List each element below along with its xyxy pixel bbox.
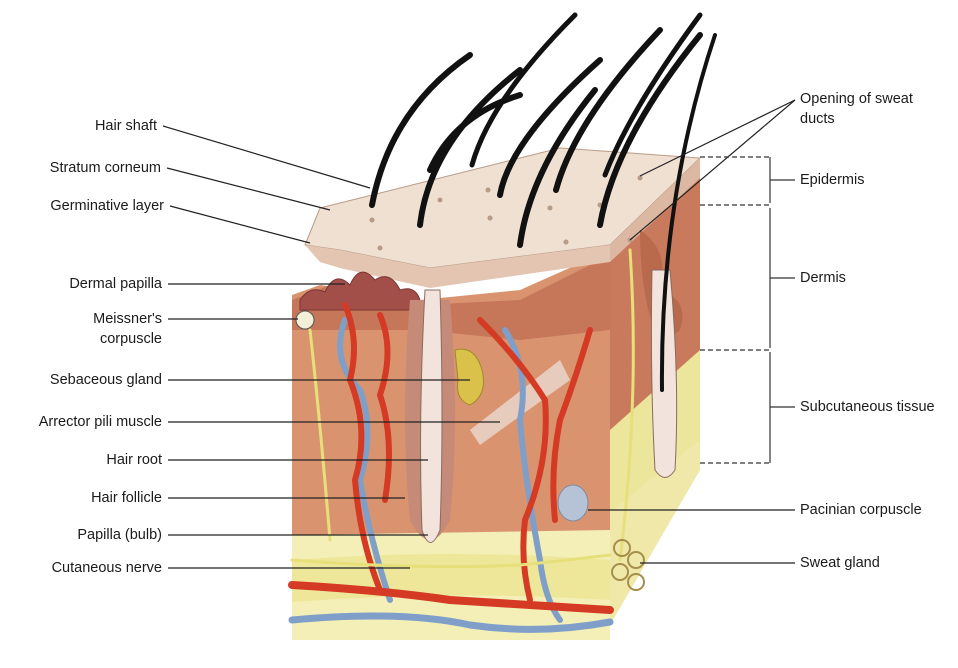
label-opening-sweat-ducts-line1: Opening of sweat: [800, 90, 913, 108]
label-germinative-layer: Germinative layer: [50, 197, 164, 215]
label-dermal-papilla: Dermal papilla: [69, 275, 162, 293]
label-hair-root: Hair root: [106, 451, 162, 469]
label-meissners-corpuscle-line2: corpuscle: [100, 330, 162, 348]
label-stratum-corneum: Stratum corneum: [50, 159, 161, 177]
pacinian-corpuscle-shape: [558, 485, 588, 521]
label-hair-shaft: Hair shaft: [95, 117, 157, 135]
label-cutaneous-nerve: Cutaneous nerve: [52, 559, 162, 577]
label-opening-sweat-ducts-line2: ducts: [800, 110, 835, 128]
label-meissners-corpuscle-line1: Meissner's: [93, 310, 162, 328]
label-arrector-pili-muscle: Arrector pili muscle: [39, 413, 162, 431]
layer-brackets: [700, 157, 795, 463]
hair-root-shape: [421, 290, 442, 543]
label-papilla-bulb: Papilla (bulb): [77, 526, 162, 544]
label-dermis: Dermis: [800, 269, 846, 287]
label-hair-follicle: Hair follicle: [91, 489, 162, 507]
label-sebaceous-gland: Sebaceous gland: [50, 371, 162, 389]
label-epidermis: Epidermis: [800, 171, 864, 189]
label-pacinian-corpuscle: Pacinian corpuscle: [800, 501, 922, 519]
label-subcutaneous-tissue: Subcutaneous tissue: [800, 398, 935, 416]
meissners-corpuscle-shape: [296, 311, 314, 329]
label-sweat-gland: Sweat gland: [800, 554, 880, 572]
